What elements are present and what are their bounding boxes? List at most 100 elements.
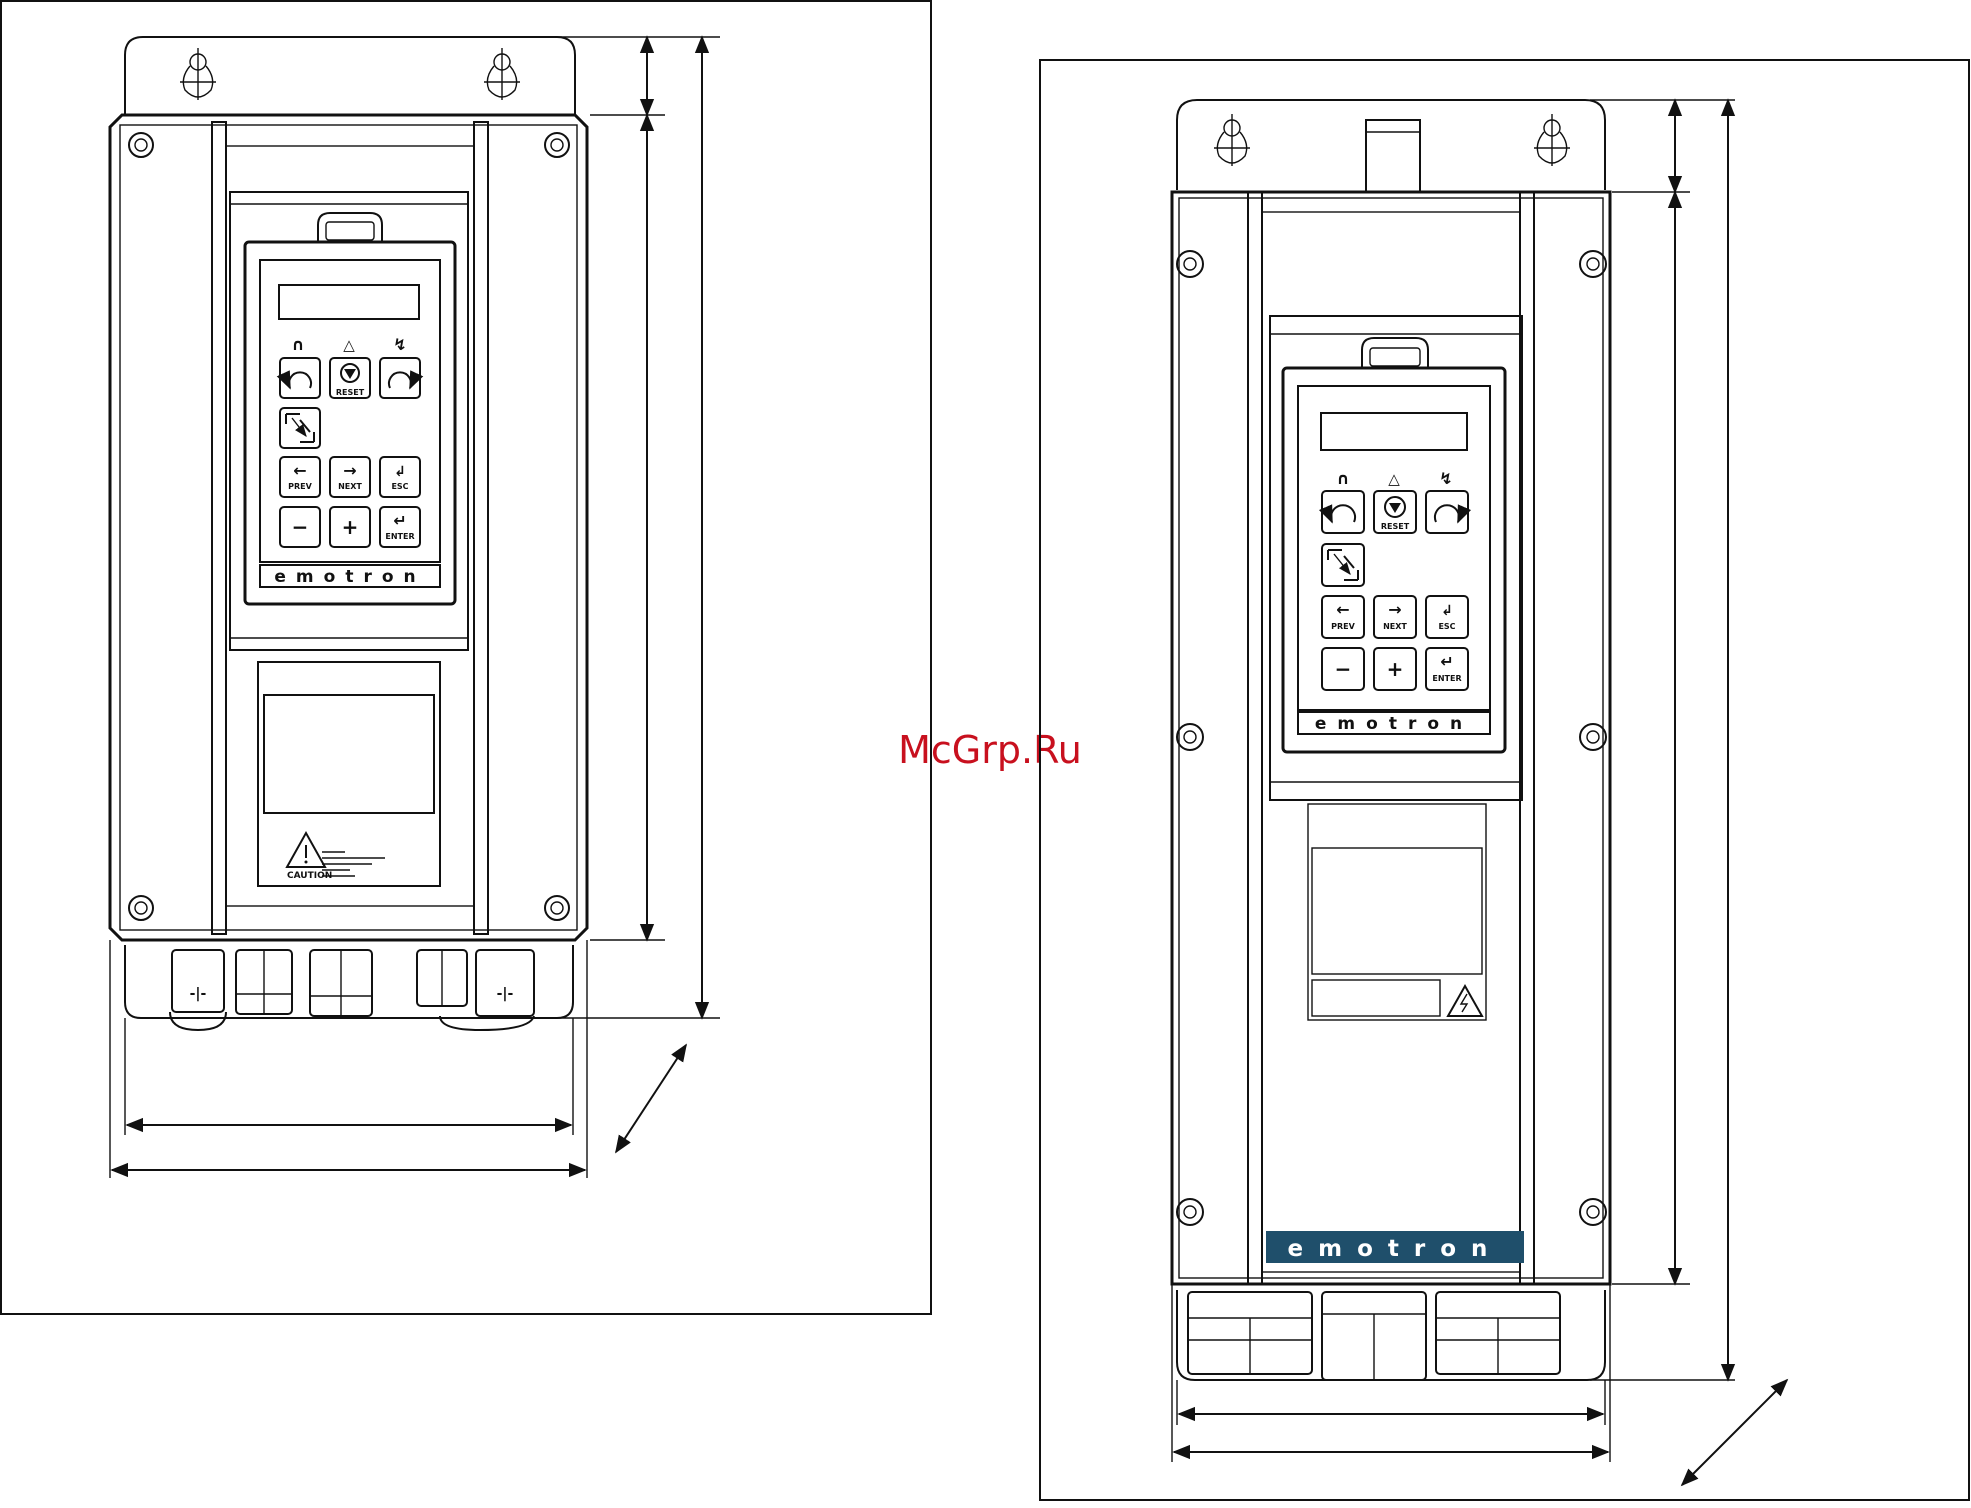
left-arrow-icon: ← [293,461,306,480]
prev-key[interactable]: ← PREV [1322,596,1364,638]
escape-arrow-icon: ↲ [1441,603,1453,619]
front-brand-text: emotron [1288,1236,1503,1262]
toggle-key[interactable] [1322,544,1364,586]
svg-text:−: − [292,515,309,539]
cable-gland [310,950,372,1016]
next-key[interactable]: → NEXT [330,457,370,497]
escape-arrow-icon: ↲ [394,464,406,480]
keyhole-icon [1534,114,1570,166]
screw-icon [545,133,569,157]
screw-icon [1177,251,1203,277]
top-tab [1366,120,1420,192]
screw-icon [1177,1199,1203,1225]
enter-arrow-icon: ↵ [393,511,406,530]
run-left-key[interactable] [1322,491,1364,533]
svg-text:+: + [1387,657,1404,681]
enter-arrow-icon: ↵ [1440,652,1453,671]
plus-key[interactable]: + [330,507,370,547]
screw-icon [129,133,153,157]
svg-text:ENTER: ENTER [1432,674,1461,683]
cable-gland [236,950,292,1014]
enclosure-body [1172,192,1610,1284]
gland-plate [125,945,573,1018]
trip-status-icon: △ [343,336,355,354]
screw-icon [1580,251,1606,277]
screw-icon [1177,724,1203,750]
keyhole-icon [180,48,216,100]
svg-text:+: + [342,515,359,539]
rating-plate [1312,848,1482,974]
screw-icon [545,896,569,920]
svg-text:ENTER: ENTER [385,532,414,541]
svg-text:-|-: -|- [190,986,207,1002]
run-left-key[interactable] [280,358,320,398]
right-arrow-icon: → [343,461,356,480]
gland-plate [1177,1290,1605,1380]
esc-key[interactable]: ↲ ESC [1426,596,1468,638]
keypad-bezel [245,242,455,604]
run-right-key[interactable] [1426,491,1468,533]
svg-text:PREV: PREV [1331,622,1355,631]
plus-key[interactable]: + [1374,648,1416,690]
keypad-display [279,285,419,319]
left-frame [1,1,931,1314]
esc-key[interactable]: ↲ ESC [380,457,420,497]
keypad-display [1321,413,1467,450]
svg-text:-|-: -|- [497,986,514,1002]
stop-reset-key[interactable]: RESET [1374,491,1416,533]
keypad-latch [318,213,382,242]
left-arrow-icon: ← [1336,600,1349,619]
screw-icon [1580,724,1606,750]
minus-key[interactable]: − [280,507,320,547]
rating-plate [264,695,434,813]
rating-label-area [1308,804,1486,1020]
svg-text:ESC: ESC [1438,622,1455,631]
toggle-key[interactable] [280,408,320,448]
left-dimensions [110,37,720,1178]
prev-key[interactable]: ← PREV [280,457,320,497]
svg-text:NEXT: NEXT [338,482,362,491]
front-cover [1262,212,1520,1272]
right-dimensions [1172,100,1787,1485]
cable-gland [1436,1292,1560,1374]
screw-icon [1580,1199,1606,1225]
run-left-status-icon: ∩ [1337,469,1350,488]
svg-text:PREV: PREV [288,482,312,491]
label-box [1312,980,1440,1016]
cable-gland [1188,1292,1312,1374]
trip-status-icon: △ [1388,470,1400,488]
svg-text:−: − [1335,657,1352,681]
keypad-bezel [1283,368,1505,752]
right-rail [474,122,488,934]
keypad-latch [1362,338,1428,368]
run-right-status-icon: ↯ [1439,469,1452,488]
svg-text:NEXT: NEXT [1383,622,1407,631]
watermark-text: McGrp.Ru [898,728,1082,772]
mounting-plate [1177,100,1605,190]
reset-label: RESET [336,388,365,397]
enter-key[interactable]: ↵ ENTER [1426,648,1468,690]
warning-triangle-icon [287,833,325,867]
keyhole-icon [484,48,520,100]
left-view: ∩ △ ↯ RESET ← PREV [1,1,931,1314]
next-key[interactable]: → NEXT [1374,596,1416,638]
run-left-status-icon: ∩ [292,335,305,354]
keypad-brand: emotron [1315,714,1473,734]
run-right-key[interactable] [380,358,420,398]
right-view: ∩ △ ↯ RESET ← PREV → [1040,60,1969,1500]
screw-icon [129,896,153,920]
electrical-hazard-icon [1448,986,1482,1016]
keyhole-icon [1214,114,1250,166]
enter-key[interactable]: ↵ ENTER [380,507,420,547]
keypad-brand: emotron [274,567,425,587]
run-right-status-icon: ↯ [393,335,406,354]
svg-text:RESET: RESET [1381,522,1410,531]
cable-gland [417,950,467,1006]
mounting-plate [125,37,575,115]
svg-text:ESC: ESC [391,482,408,491]
stop-reset-key[interactable]: RESET [330,358,370,398]
left-rail [1248,192,1262,1284]
minus-key[interactable]: − [1322,648,1364,690]
